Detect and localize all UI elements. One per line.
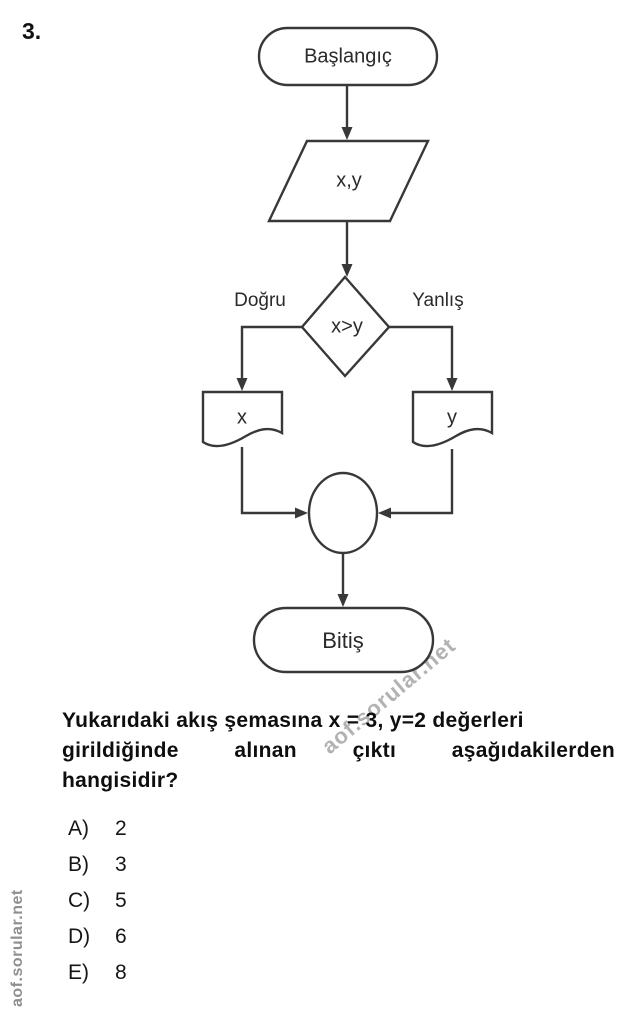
question-line-1: Yukarıdaki akış şemasına x = 3, y=2 değe… — [62, 709, 524, 732]
output-x-label: x — [237, 406, 247, 429]
option-e-letter: E) — [68, 961, 89, 984]
end-terminator-shape — [252, 606, 435, 674]
connector-circle-shape — [307, 471, 379, 555]
question-line-3: hangisidir? — [62, 769, 179, 792]
branch-false-label: Yanlış — [412, 290, 464, 311]
output-y-label: y — [447, 406, 457, 429]
arrowhead-down-1 — [341, 127, 353, 140]
input-label: x,y — [336, 169, 362, 192]
input-parallelogram-shape — [267, 139, 430, 223]
question-text: Yukarıdaki akış şemasına x = 3, y=2 değe… — [62, 706, 615, 796]
option-d-value: 6 — [115, 925, 127, 948]
option-c-letter: C) — [68, 889, 91, 912]
question-line-2: girildiğinde alınan çıktı aşağıdakilerde… — [62, 739, 615, 762]
option-b: B) 3 — [68, 853, 127, 879]
option-d-letter: D) — [68, 925, 91, 948]
arrowhead-down-left — [236, 378, 248, 391]
option-a-value: 2 — [115, 817, 127, 840]
option-e: E) 8 — [68, 961, 127, 987]
end-label: Bitiş — [322, 628, 364, 653]
arrowhead-left — [378, 507, 391, 519]
option-a-letter: A) — [68, 817, 89, 840]
question-number: 3. — [22, 18, 42, 44]
option-d: D) 6 — [68, 925, 127, 951]
flowchart-diagram — [201, 26, 494, 674]
output-y-document-shape — [411, 390, 494, 448]
option-a: A) 2 — [68, 817, 127, 843]
output-x-document-shape — [201, 390, 284, 448]
start-label: Başlangıç — [304, 45, 392, 68]
arrowhead-right — [295, 507, 308, 519]
option-e-value: 8 — [115, 961, 127, 984]
branch-true-label: Doğru — [234, 290, 286, 311]
arrowhead-down-right — [446, 378, 458, 391]
option-b-letter: B) — [68, 853, 89, 876]
arrowhead-down-3 — [337, 594, 349, 607]
option-c-value: 5 — [115, 889, 127, 912]
option-c: C) 5 — [68, 889, 127, 915]
decision-label: x>y — [331, 315, 363, 338]
watermark-vertical: aof.sorular.net — [9, 889, 26, 1007]
arrowhead-down-2 — [341, 264, 353, 277]
decision-diamond-shape — [300, 275, 391, 378]
options-list: A) 2 B) 3 C) 5 D) 6 E) 8 — [68, 817, 127, 997]
option-b-value: 3 — [115, 853, 127, 876]
